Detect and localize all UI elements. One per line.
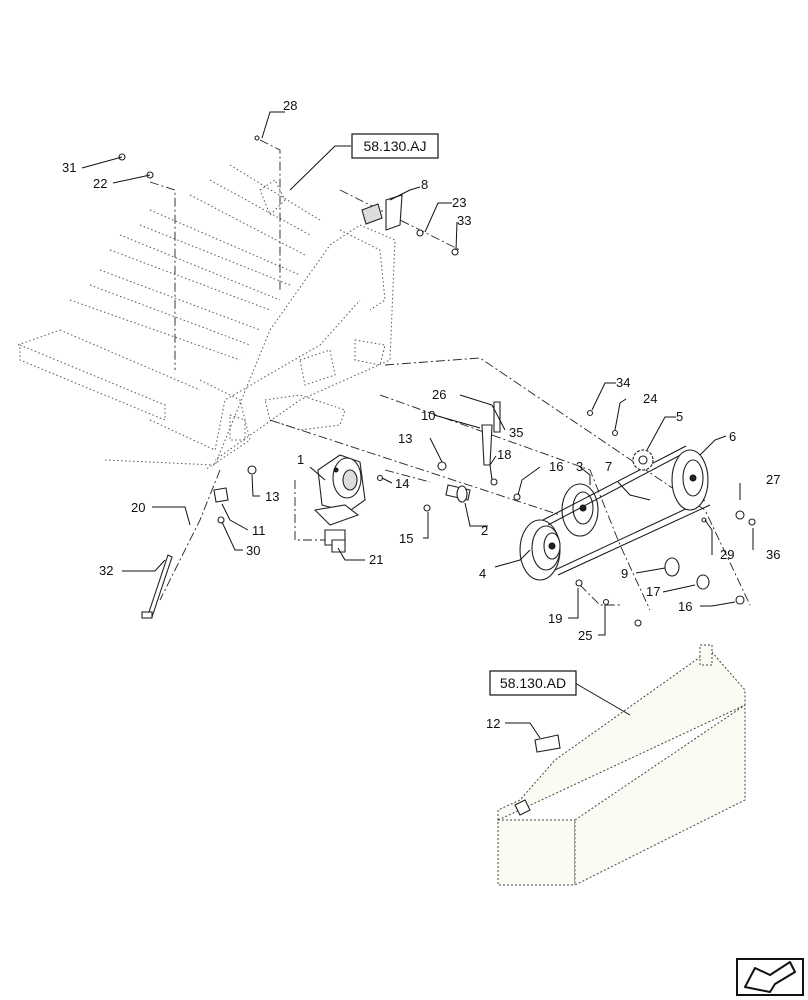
gearbox-housing-part: [313, 454, 366, 546]
header-frame: [17, 164, 396, 471]
callout-11: 11: [252, 523, 266, 538]
callout-20: 20: [131, 500, 145, 515]
callout-1: 1: [297, 452, 304, 467]
callout-2: 2: [481, 523, 488, 538]
spacer-part: [664, 557, 710, 590]
reference-box-label: 58.130.AJ: [363, 138, 426, 154]
callout-16-upper: 16: [549, 459, 563, 474]
callout-35: 35: [509, 425, 523, 440]
callout-33: 33: [457, 213, 471, 228]
callout-24: 24: [643, 391, 657, 406]
callout-17: 17: [646, 584, 660, 599]
fastener-hardware: [118, 135, 756, 627]
callout-29: 29: [720, 547, 734, 562]
callout-6: 6: [729, 429, 736, 444]
reference-box-58-130-aj[interactable]: 58.130.AJ: [351, 133, 439, 159]
callout-14: 14: [395, 476, 409, 491]
callout-labels: 28 31 22 8 23 33 34 24 5 6 26 10 35 13 1…: [62, 98, 780, 731]
callout-32: 32: [99, 563, 113, 578]
callout-leaders: [81, 111, 754, 739]
callout-3: 3: [576, 459, 583, 474]
callout-34: 34: [616, 375, 630, 390]
callout-15: 15: [399, 531, 413, 546]
driven-pulley-part: [561, 483, 599, 537]
idler-pulley-part: [671, 449, 709, 511]
callout-23: 23: [452, 195, 466, 210]
callout-8: 8: [421, 177, 428, 192]
callout-18: 18: [497, 447, 511, 462]
long-bolt-part: [141, 554, 173, 619]
callout-21: 21: [369, 552, 383, 567]
callout-13-upper: 13: [398, 431, 412, 446]
callout-27: 27: [766, 472, 780, 487]
drive-belt-part: [542, 445, 711, 576]
callout-31: 31: [62, 160, 76, 175]
callout-10: 10: [421, 408, 435, 423]
callout-4: 4: [479, 566, 486, 581]
input-shaft-part: [445, 484, 471, 503]
reference-box-58-130-ad[interactable]: 58.130.AD: [489, 670, 577, 696]
callout-30: 30: [246, 543, 260, 558]
callout-26: 26: [432, 387, 446, 402]
shield-panel: [497, 644, 746, 886]
callout-9: 9: [621, 566, 628, 581]
callout-25: 25: [578, 628, 592, 643]
callout-12: 12: [486, 716, 500, 731]
callout-16-lower: 16: [678, 599, 692, 614]
callout-28: 28: [283, 98, 297, 113]
drive-pulley-part: [519, 519, 561, 581]
callout-19: 19: [548, 611, 562, 626]
reference-box-label: 58.130.AD: [500, 675, 566, 691]
assembly-centerlines: [149, 139, 751, 611]
sprocket-part: [632, 449, 654, 471]
callout-7: 7: [605, 459, 612, 474]
next-page-arrow-icon[interactable]: [736, 958, 804, 996]
callout-36: 36: [766, 547, 780, 562]
callout-13-lower: 13: [265, 489, 279, 504]
callout-5: 5: [676, 409, 683, 424]
callout-22: 22: [93, 176, 107, 191]
bracket-part: [361, 194, 403, 231]
clip-part: [331, 539, 346, 553]
